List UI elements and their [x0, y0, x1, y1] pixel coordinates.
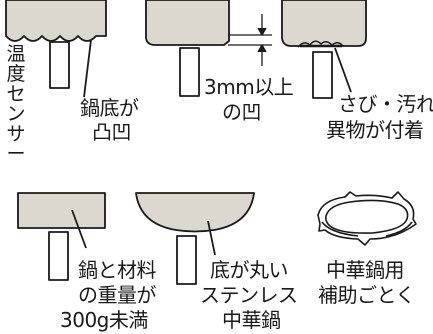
label-ring-line2: 補助ごとく: [318, 283, 415, 307]
leader-uneven: [83, 39, 92, 98]
temp-sensor-3: [312, 51, 333, 99]
temp-sensor-2: [179, 47, 200, 97]
wok-ring-icon: [317, 191, 417, 246]
pot-dented-bottom: [145, 0, 230, 46]
temp-sensor-char: サ: [6, 123, 26, 145]
temp-sensor-5: [176, 235, 197, 285]
temp-sensor-char: 度: [6, 63, 26, 85]
temp-sensor-char: ー: [6, 143, 26, 165]
leader-round: [207, 220, 216, 256]
pot-uneven-bottom: [5, 0, 107, 42]
pot-rusted: [281, 0, 367, 47]
label-weight-line3: 300g未満: [60, 308, 148, 332]
label-uneven-line2: 凸凹: [92, 120, 132, 144]
label-dent-line1: 3mm以上: [204, 75, 294, 99]
temp-sensor-label: 温 度 セ ン サ ー: [6, 44, 26, 164]
label-uneven-line1: 鍋底が: [80, 96, 139, 120]
pot-light: [17, 192, 106, 229]
label-round-line3: 中華鍋: [222, 308, 281, 332]
leader-light: [71, 209, 87, 249]
wok-round-bottom: [135, 192, 255, 233]
label-dent-line2: の凹: [222, 100, 262, 124]
label-weight-line2: の重量が: [78, 283, 157, 307]
temp-sensor-4: [48, 231, 69, 281]
leader-rust: [334, 47, 352, 93]
temp-sensor-char: ン: [6, 103, 26, 125]
label-weight-line1: 鍋と材料: [78, 258, 157, 282]
temp-sensor-char: 温: [6, 43, 26, 65]
label-round-line2: ステンレス: [200, 283, 298, 307]
label-ring-line1: 中華鍋用: [326, 258, 405, 282]
label-round-line1: 底が丸い: [210, 258, 289, 282]
label-rust-line2: 異物が付着: [326, 118, 424, 142]
rust-deposit: [297, 40, 344, 48]
dimension-3mm: [228, 14, 272, 66]
label-rust-line1: さび・汚れ: [338, 92, 433, 116]
temp-sensor-char: セ: [6, 83, 26, 105]
temp-sensor-1: [49, 41, 70, 89]
